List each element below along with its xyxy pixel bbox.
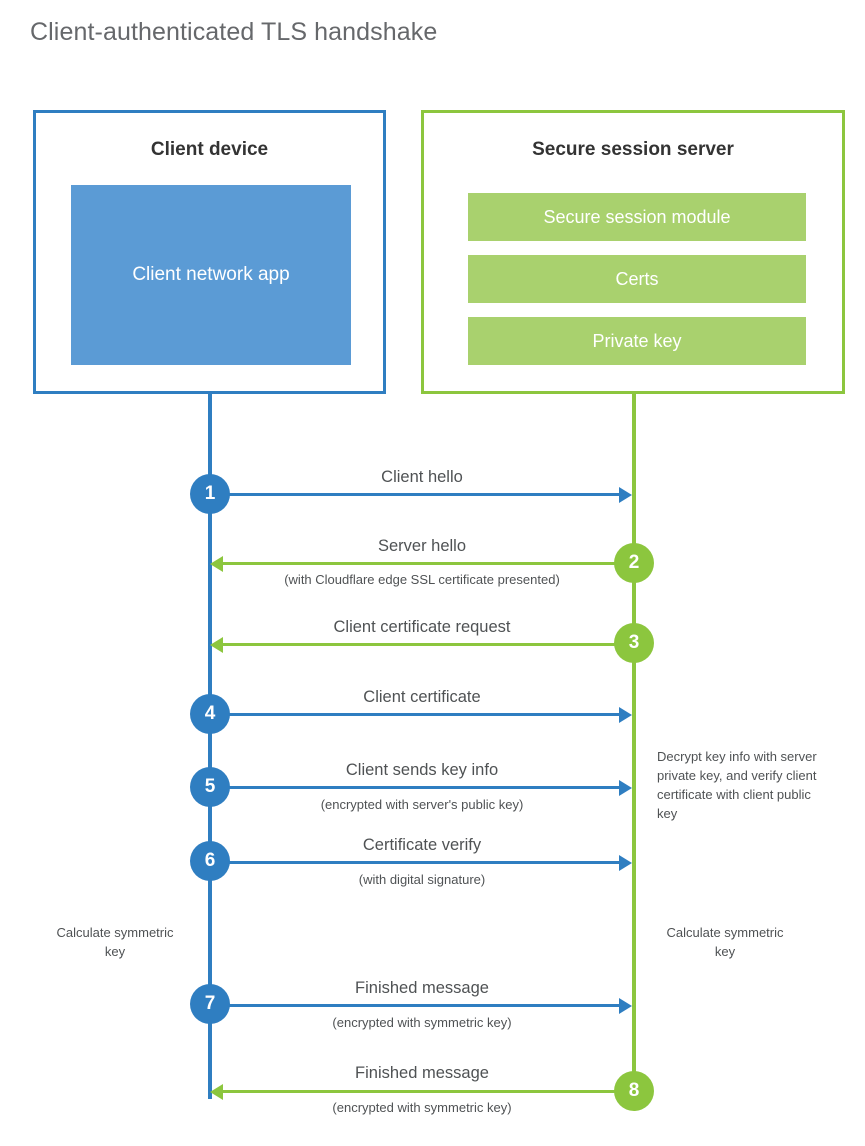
step-8-arrow-head-left-icon bbox=[210, 1084, 223, 1100]
step-4-arrow-line bbox=[210, 713, 621, 716]
step-8-label: Finished message bbox=[355, 1064, 489, 1082]
step-1-arrow-head-right-icon bbox=[619, 487, 632, 503]
client-network-app-block: Client network app bbox=[71, 185, 351, 365]
secure-session-server-title: Secure session server bbox=[532, 139, 734, 160]
step-3-arrow-head-left-icon bbox=[210, 637, 223, 653]
step-3-arrow-line bbox=[223, 643, 634, 646]
step-3-circle: 3 bbox=[614, 623, 654, 663]
step-1-arrow-line bbox=[210, 493, 621, 496]
step-2-circle: 2 bbox=[614, 543, 654, 583]
step-4-label: Client certificate bbox=[363, 688, 481, 706]
server-module-certs: Certs bbox=[468, 255, 806, 303]
step-2-arrow-line bbox=[223, 562, 634, 565]
page-title: Client-authenticated TLS handshake bbox=[30, 18, 438, 46]
step-7-label: Finished message bbox=[355, 979, 489, 997]
step-5-circle: 5 bbox=[190, 767, 230, 807]
step-4-arrow-head-right-icon bbox=[619, 707, 632, 723]
client-lifeline bbox=[208, 393, 212, 1099]
step-1-label: Client hello bbox=[381, 468, 463, 486]
server-calculate-symmetric-key-annotation: Calculate symmetric key bbox=[666, 925, 784, 959]
step-6-arrow-head-right-icon bbox=[619, 855, 632, 871]
server-module-secure-session-module: Secure session module bbox=[468, 193, 806, 241]
client-device-title: Client device bbox=[150, 139, 269, 160]
step-2-label: Server hello bbox=[377, 537, 467, 555]
server-decrypt-annotation: Decrypt key info with server private key… bbox=[657, 749, 817, 821]
step-2-arrow-head-left-icon bbox=[210, 556, 223, 572]
client-calculate-symmetric-key-annotation: Calculate symmetric key bbox=[56, 925, 174, 959]
step-6-circle: 6 bbox=[190, 841, 230, 881]
step-6-arrow-line bbox=[210, 861, 621, 864]
client-device-panel: Client device Client network app bbox=[33, 110, 386, 394]
step-5-label: Client sends key info bbox=[345, 761, 499, 779]
step-7-sublabel: (encrypted with symmetric key) bbox=[332, 1015, 512, 1030]
step-1-circle: 1 bbox=[190, 474, 230, 514]
step-3-label: Client certificate request bbox=[333, 618, 511, 636]
step-2-sublabel: (with Cloudflare edge SSL certificate pr… bbox=[284, 572, 560, 587]
step-5-arrow-head-right-icon bbox=[619, 780, 632, 796]
step-6-label: Certificate verify bbox=[362, 836, 482, 854]
step-6-sublabel: (with digital signature) bbox=[358, 872, 486, 887]
step-4-circle: 4 bbox=[190, 694, 230, 734]
step-5-arrow-line bbox=[210, 786, 621, 789]
step-7-arrow-line bbox=[210, 1004, 621, 1007]
step-5-sublabel: (encrypted with server's public key) bbox=[320, 797, 524, 812]
step-7-arrow-head-right-icon bbox=[619, 998, 632, 1014]
server-module-private-key: Private key bbox=[468, 317, 806, 365]
step-8-circle: 8 bbox=[614, 1071, 654, 1111]
step-7-circle: 7 bbox=[190, 984, 230, 1024]
step-8-arrow-line bbox=[223, 1090, 634, 1093]
step-8-sublabel: (encrypted with symmetric key) bbox=[332, 1100, 512, 1115]
server-lifeline bbox=[632, 393, 636, 1093]
secure-session-server-panel: Secure session server Secure session mod… bbox=[421, 110, 845, 394]
